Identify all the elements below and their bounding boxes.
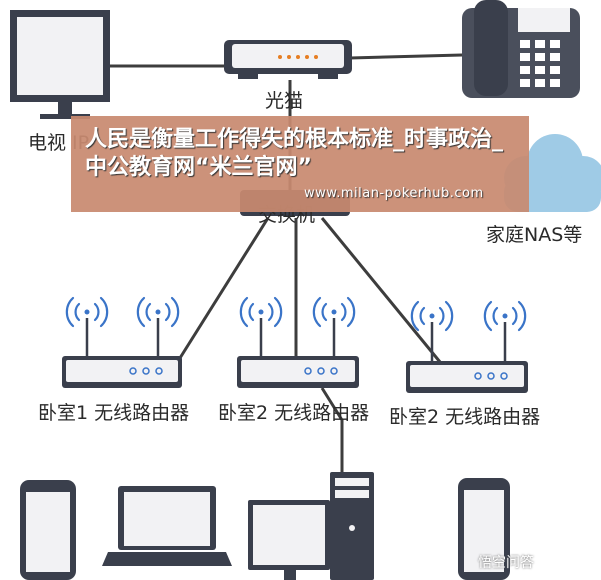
tv-label: 电视 [28, 132, 67, 154]
overlay-banner: 人民是衡量工作得失的根本标准_时事政治_中公教育网“米兰官网” www.mila… [71, 116, 529, 212]
overlay-headline: 人民是衡量工作得失的根本标准_时事政治_中公教育网“米兰官网” [85, 127, 504, 180]
smartphone-icon [20, 480, 76, 580]
link-switch-router3 [320, 217, 442, 363]
wifi-icon [136, 296, 180, 328]
router2-icon [237, 318, 359, 388]
pc-tower-icon [330, 472, 374, 580]
overlay-url: www.milan-pokerhub.com [304, 186, 484, 201]
tv-icon [10, 10, 110, 119]
modem-icon [224, 40, 352, 79]
link-modem-phone [349, 53, 463, 60]
desk-phone-icon [462, 0, 580, 98]
router3-icon [406, 322, 528, 393]
laptop-icon [102, 486, 232, 566]
nas-label: 家庭NAS等 [486, 224, 583, 246]
link-switch-router1 [178, 217, 270, 359]
wifi-icon [410, 300, 454, 332]
desktop-monitor-icon [248, 500, 330, 580]
wifi-icon [65, 296, 109, 328]
router3-label: 卧室2 无线路由器 [389, 406, 541, 428]
watermark: 悟空问答 [478, 555, 534, 571]
router1-icon [62, 318, 182, 388]
link-router2-pc [320, 387, 344, 475]
router2-label: 卧室2 无线路由器 [218, 402, 370, 424]
wifi-icon [312, 296, 356, 328]
smartphone-icon [458, 478, 510, 580]
wifi-icon [483, 300, 527, 332]
router1-label: 卧室1 无线路由器 [38, 402, 190, 424]
wifi-icon [239, 296, 283, 328]
modem-label: 光猫 [265, 90, 304, 112]
